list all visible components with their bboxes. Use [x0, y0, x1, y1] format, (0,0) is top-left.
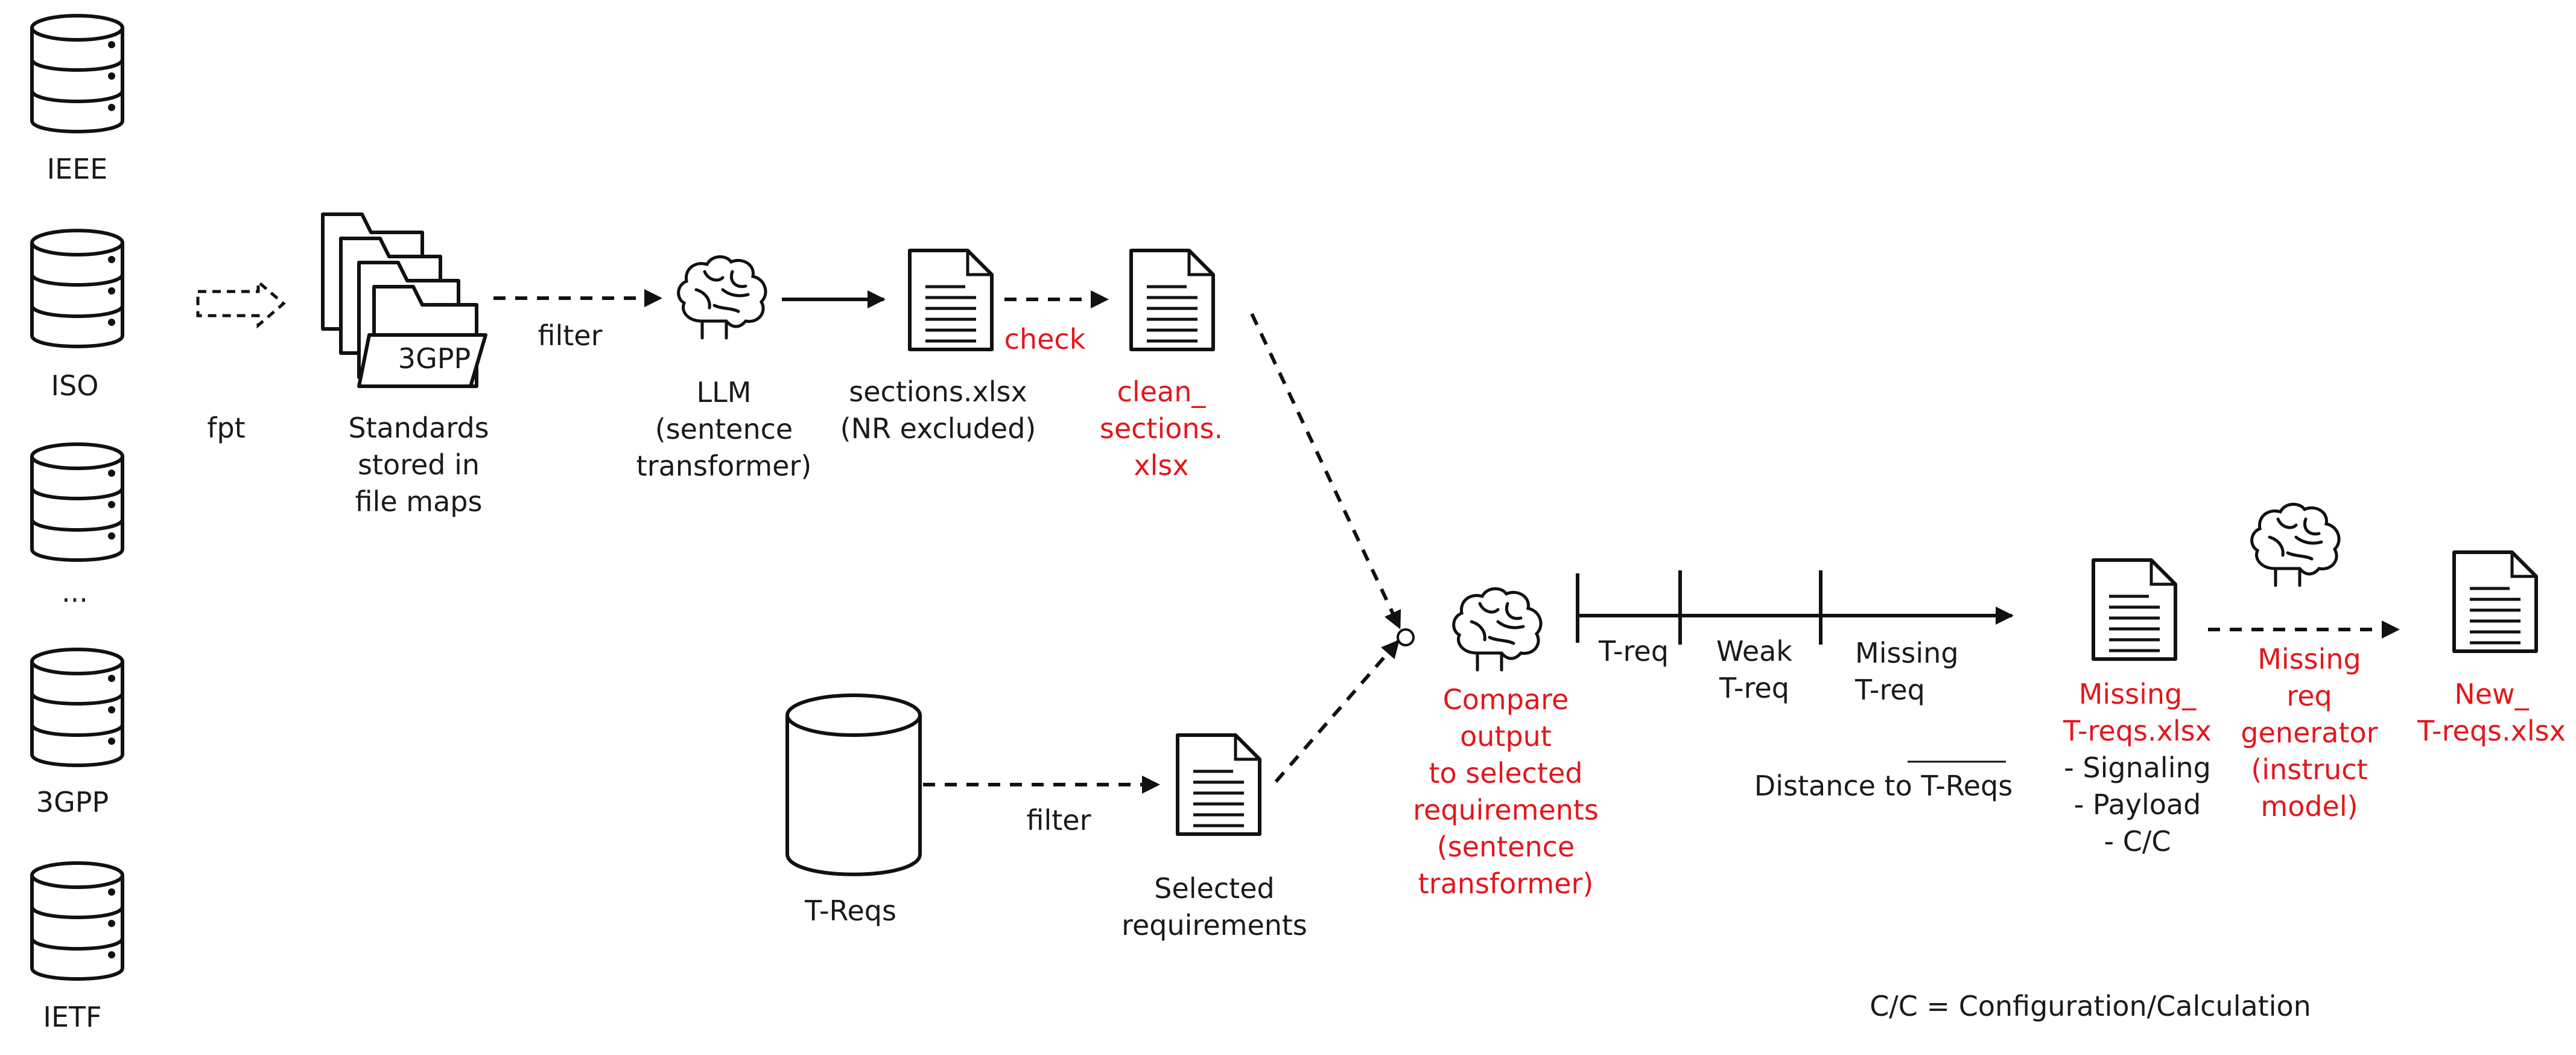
scale-label-treq: T-req	[1598, 635, 1669, 668]
source-label-3gpp: 3GPP	[36, 786, 109, 818]
compare-label-line5: (sentence	[1437, 830, 1575, 863]
generator-label-line2: req	[2286, 680, 2332, 712]
source-label-ietf: IETF	[43, 1001, 101, 1033]
standards-label-line1: Standards	[348, 412, 489, 444]
new-treqs-doc-icon	[2454, 552, 2536, 651]
treqs-database-icon	[785, 693, 922, 876]
clean-sections-doc-icon	[1131, 250, 1213, 349]
folder-tag-3gpp: 3GPP	[398, 342, 471, 375]
clean-label-line3: xlsx	[1134, 449, 1188, 482]
selected-doc-icon	[1178, 735, 1260, 834]
scale-label-weak: Weak	[1716, 635, 1792, 668]
folders-icon	[321, 212, 487, 388]
llm-label-line3: transformer)	[636, 450, 812, 482]
scale-label-missing: Missing	[1855, 637, 1959, 669]
compare-label-line1: Compare	[1443, 683, 1569, 716]
missing-item-signaling: - Signaling	[2064, 751, 2211, 784]
source-label-ieee: IEEE	[47, 153, 108, 185]
database-icon-etc	[32, 444, 122, 560]
source-label-etc: ...	[62, 576, 88, 608]
database-icon-iso	[32, 231, 122, 346]
compare-label-line4: requirements	[1413, 794, 1599, 826]
compare-label-line6: transformer)	[1418, 867, 1594, 900]
selected-label-line1: Selected	[1154, 872, 1274, 905]
llm-label-line1: LLM	[697, 376, 752, 409]
brain-icon-llm	[679, 257, 766, 338]
database-icon-ieee	[32, 16, 122, 132]
clean-label-line2: sections.	[1100, 412, 1223, 445]
fpt-arrow	[196, 278, 286, 329]
brain-icon-generator	[2252, 504, 2339, 585]
brain-icon-compare	[1454, 588, 1541, 670]
sections-label-line2: (NR excluded)	[840, 412, 1036, 445]
filter-label-top: filter	[538, 319, 602, 352]
check-label: check	[1004, 323, 1086, 355]
missing-item-cc: - C/C	[2104, 825, 2171, 858]
selected-label-line2: requirements	[1121, 909, 1307, 942]
clean-label-line1: clean_	[1117, 375, 1207, 408]
database-icon-ietf	[32, 863, 122, 979]
llm-label-line2: (sentence	[655, 413, 793, 445]
filter-label-bottom: filter	[1026, 804, 1091, 837]
distance-label: Distance to T-Reqs	[1754, 770, 2013, 802]
selected-to-compare-arrow	[1274, 639, 1400, 783]
sections-label-line1: sections.xlsx	[849, 375, 1027, 408]
database-icon-3gpp	[32, 649, 122, 765]
missing-file-label-line1: Missing_	[2079, 678, 2197, 710]
generator-label-line3: generator	[2241, 716, 2378, 749]
sections-doc-icon	[910, 250, 992, 349]
new-file-label-line1: New_	[2454, 678, 2529, 710]
junction-node	[1397, 628, 1415, 646]
standards-label-line3: file maps	[355, 485, 483, 518]
scale-label-missing-treq: T-req	[1854, 674, 1925, 706]
source-label-iso: ISO	[51, 369, 99, 402]
missing-file-label-line2: T-reqs.xlsx	[2063, 715, 2212, 747]
distance-scale-axis	[1576, 570, 2014, 645]
missing-item-payload: - Payload	[2074, 788, 2201, 821]
standards-label-line2: stored in	[358, 448, 480, 481]
generator-label-line5: model)	[2260, 790, 2358, 823]
treqs-label: T-Reqs	[804, 894, 896, 927]
generator-label-line1: Missing	[2257, 643, 2361, 675]
footnote: C/C = Configuration/Calculation	[1870, 990, 2311, 1022]
scale-label-weak-treq: T-req	[1719, 672, 1789, 704]
clean-to-compare-arrow	[1250, 313, 1401, 629]
missing-treqs-doc-icon	[2093, 560, 2175, 659]
compare-label-line3: to selected	[1429, 757, 1583, 789]
fpt-label: fpt	[207, 412, 245, 444]
new-file-label-line2: T-reqs.xlsx	[2417, 715, 2566, 747]
compare-label-line2: output	[1460, 720, 1552, 753]
generator-label-line4: (instruct	[2251, 753, 2367, 786]
